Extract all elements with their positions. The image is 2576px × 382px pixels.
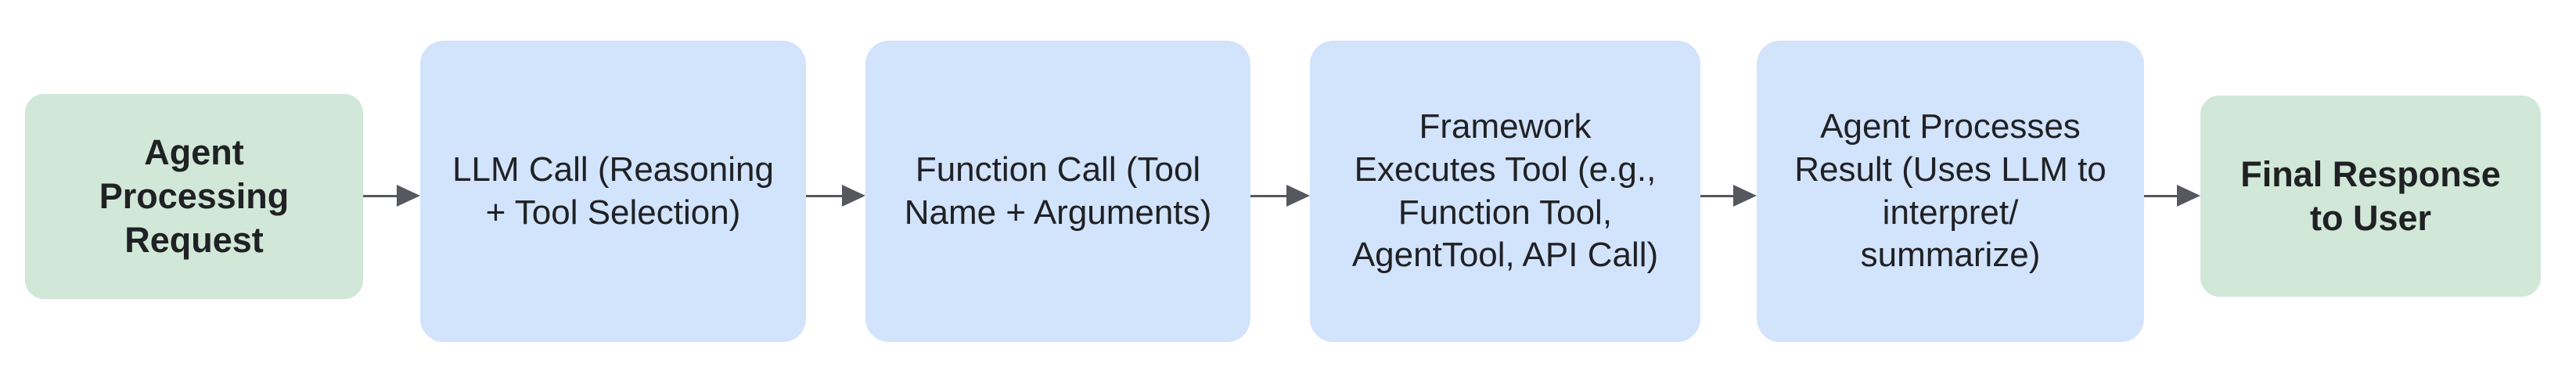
node-label: Agent Processing Request [99,132,290,260]
arrow-shaft [1250,194,1286,197]
arrow-head-icon [1733,185,1757,207]
arrow-head-icon [1286,185,1310,207]
node-label: LLM Call (Reasoning + Tool Selection) [452,150,774,232]
node-framework-executes-tool: Framework Executes Tool (e.g., Function … [1310,41,1700,342]
arrow-head-icon [842,185,865,207]
arrow-head-icon [2177,185,2200,207]
flow-arrow-1 [363,185,420,207]
node-agent-processing-request: Agent Processing Request [25,94,363,299]
arrow-shaft [1700,194,1733,197]
flow-arrow-4 [1700,185,1757,207]
node-function-call: Function Call (Tool Name + Arguments) [865,41,1250,342]
node-agent-processes-result: Agent Processes Result (Uses LLM to inte… [1757,41,2144,342]
arrow-shaft [2144,194,2177,197]
node-label: Final Response to User [2240,153,2501,238]
arrow-head-icon [397,185,420,207]
flow-arrow-2 [806,185,865,207]
node-label: Framework Executes Tool (e.g., Function … [1351,107,1659,275]
node-label: Agent Processes Result (Uses LLM to inte… [1794,107,2106,275]
flow-arrow-5 [2144,185,2200,207]
arrow-shaft [806,194,842,197]
node-final-response-to-user: Final Response to User [2200,96,2541,297]
flow-arrow-3 [1250,185,1310,207]
node-llm-call: LLM Call (Reasoning + Tool Selection) [420,41,806,342]
arrow-shaft [363,194,397,197]
node-label: Function Call (Tool Name + Arguments) [904,150,1212,232]
